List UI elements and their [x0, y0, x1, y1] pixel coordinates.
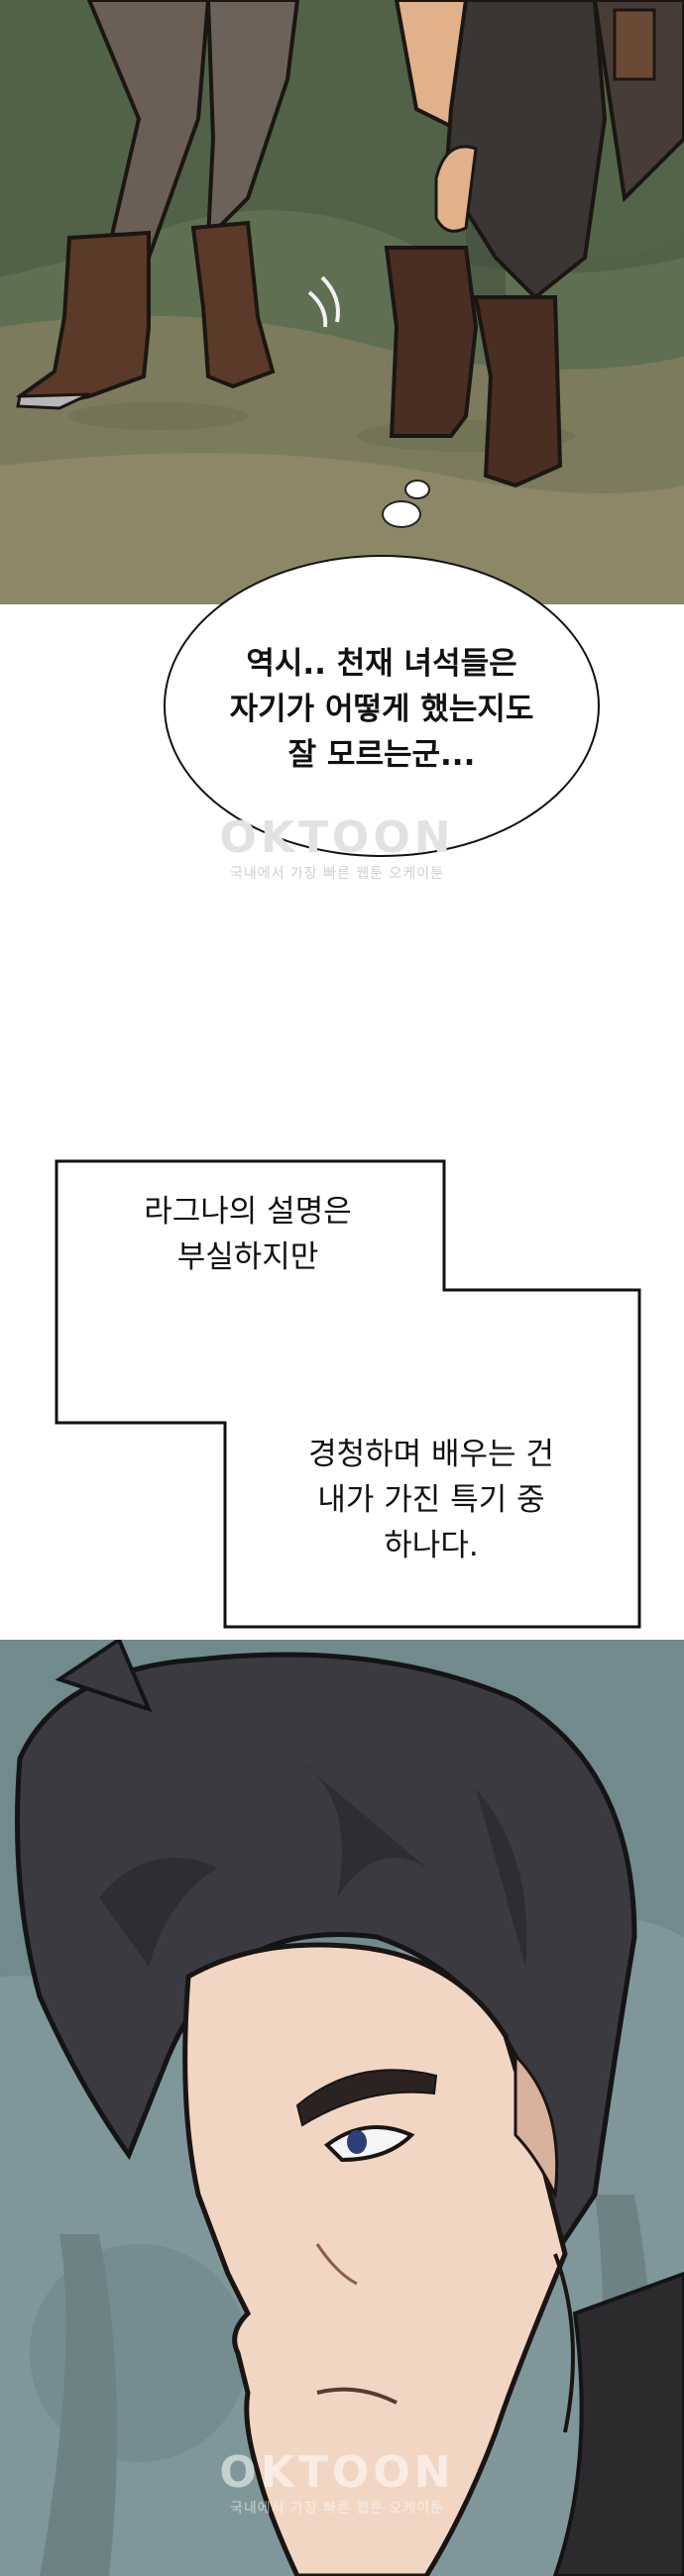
narration-box-1: 라그나의 설명은 부실하지만	[79, 1189, 416, 1280]
watermark-tagline: 국내에서 가장 빠른 웹툰 오케이툰	[229, 866, 445, 882]
watermark-logo: OKTOON	[219, 2447, 455, 2498]
thought-dot-large	[382, 500, 421, 528]
bubble-line: 자기가 어떻게 했는지도	[229, 691, 534, 727]
speech-bubble: 역시.. 천재 녀석들은 자기가 어떻게 했는지도 잘 모르는군...	[164, 555, 600, 857]
illustration-legs	[0, 0, 684, 604]
narration-box-2: 경청하며 배우는 건 내가 가진 특기 중 하나다.	[238, 1432, 625, 1568]
narration-line: 하나다.	[384, 1528, 479, 1563]
narration-line: 내가 가진 특기 중	[317, 1482, 545, 1518]
illustration-face	[0, 1640, 684, 2576]
watermark-tagline: 국내에서 가장 빠른 웹툰 오케이툰	[229, 2501, 445, 2517]
forest-panel-face	[0, 1640, 684, 2576]
forest-panel-legs	[0, 0, 684, 604]
bubble-line: 역시.. 천재 녀석들은	[246, 645, 517, 682]
thought-dot-small	[404, 480, 430, 499]
watermark: OKTOON 국내에서 가장 빠른 웹툰 오케이툰	[169, 812, 506, 883]
watermark: OKTOON 국내에서 가장 빠른 웹툰 오케이툰	[169, 2447, 506, 2518]
narration-box-outline	[55, 1159, 641, 1629]
watermark-logo: OKTOON	[219, 812, 455, 863]
bubble-line: 잘 모르는군...	[287, 736, 476, 773]
narration-line: 부실하지만	[176, 1239, 319, 1275]
narration-line: 라그나의 설명은	[144, 1194, 352, 1230]
narration-line: 경청하며 배우는 건	[308, 1437, 554, 1472]
